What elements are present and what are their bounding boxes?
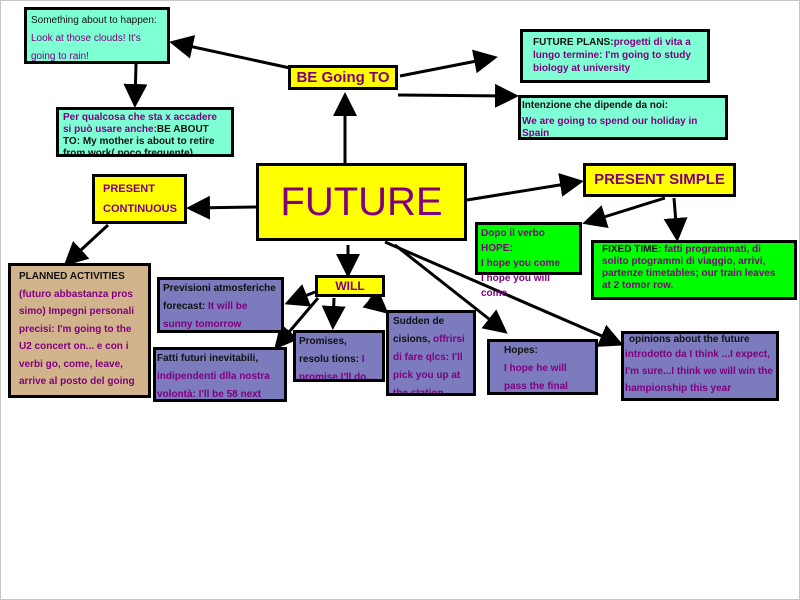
present-simple-node: PRESENT SIMPLE xyxy=(583,163,736,197)
arrow-will-to-forecast xyxy=(284,284,316,307)
future-central-node: FUTURE xyxy=(256,163,467,241)
hope-line: Dopo il verbo HOPE: xyxy=(481,228,545,254)
hopes-box: Hopes: I hope he will pass the final tes… xyxy=(487,339,598,395)
arrow-presentcontinuous-to-planned xyxy=(63,223,110,267)
opinions-lead: opinions about the future xyxy=(629,334,750,345)
planned-lead: PLANNED ACTIVITIES xyxy=(19,271,125,282)
intention-body: We are going to spend our holiday in Spa… xyxy=(522,116,698,139)
forecast-body: It will be sunny tomorrow xyxy=(163,301,248,330)
promises-lead: Promises, resolu tions: xyxy=(299,336,360,365)
inevitable-facts-box: Fatti futuri inevitabili, indipendenti d… xyxy=(153,347,287,402)
will-node: WILL xyxy=(315,275,385,297)
arrow-presentsimple-to-fixed xyxy=(663,197,688,242)
inevitable-body: indipendenti dlla nostra volontà: I'll b… xyxy=(157,371,270,400)
something-lead: Something about to happen: xyxy=(31,15,157,26)
arrow-future-to-presentsimple xyxy=(466,173,584,202)
opinions-box: opinions about the future introdotto da … xyxy=(621,331,779,401)
inevitable-lead: Fatti futuri inevitabili, xyxy=(157,353,259,364)
forecast-box: Previsioni atmosferiche forecast: It wil… xyxy=(157,277,284,333)
arrow-begoingto-to-intention xyxy=(397,83,519,108)
arrow-presentsimple-to-hope xyxy=(582,196,666,229)
fixed-time-box: FIXED TIME: fatti programmati, di solito… xyxy=(591,240,797,300)
hopes-lead: Hopes: xyxy=(504,345,538,356)
arrow-begoingto-to-plans xyxy=(399,49,498,78)
future-plans-body: progetti di vita a lungo termine: I'm go… xyxy=(533,37,691,74)
be-about-lead: BE ABOUT TO: My mother is about to retir… xyxy=(63,124,215,157)
hopes-body: I hope he will pass the final test. xyxy=(504,363,568,392)
arrow-will-to-inevitable xyxy=(274,297,320,350)
something-about-to-happen-box: Something about to happen: Look at those… xyxy=(24,7,170,64)
arrow-future-to-opinions xyxy=(384,240,624,347)
future-plans-box: FUTURE PLANS:progetti di vita a lungo te… xyxy=(520,29,710,83)
arrow-future-to-presentcontinuous xyxy=(186,195,257,220)
fixed-time-lead: FIXED TIME: xyxy=(602,244,662,255)
promises-box: Promises, resolu tions: I promise I'll d… xyxy=(293,330,385,382)
sudden-decisions-box: Sudden de cisions, offrirsi di fare qlcs… xyxy=(386,310,476,396)
planned-activities-box: PLANNED ACTIVITIES (futuro abbastanza pr… xyxy=(8,263,151,398)
intention-box: Intenzione che dipende da noi: We are go… xyxy=(518,95,728,140)
arrow-will-to-promises xyxy=(321,297,346,330)
fixed-time-body: fatti programmati, di solito ptogrammi d… xyxy=(602,244,776,291)
something-body: Look at those clouds! It's going to rain… xyxy=(31,33,141,62)
hope-line: I hope you will come xyxy=(481,273,550,299)
be-about-to-box: Per qualcosa che sta x accadere si può u… xyxy=(56,107,234,157)
hope-line: I hope you come xyxy=(481,258,560,269)
sudden-body: offrirsi di fare qlcs: I'll pick you up … xyxy=(393,334,465,396)
arrow-begoingto-to-something xyxy=(169,35,291,70)
intention-lead: Intenzione che dipende da noi: xyxy=(522,100,669,111)
present-continuous-node: PRESENT CONTINUOUS xyxy=(92,174,187,224)
promises-body: I promise I'll do... xyxy=(299,354,375,382)
sudden-lead: Sudden de cisions, xyxy=(393,316,445,345)
be-about-body: Per qualcosa che sta x accadere si può u… xyxy=(63,112,217,135)
planned-body: (futuro abbastanza pros simo) Impegni pe… xyxy=(19,288,135,396)
opinions-body: introdotto da I think ...I expect, I'm s… xyxy=(625,349,773,394)
be-going-to-node: BE Going TO xyxy=(288,65,398,90)
forecast-lead: Previsioni atmosferiche forecast: xyxy=(163,283,276,312)
arrow-will-to-sudden xyxy=(362,289,389,314)
arrow-future-to-hopes xyxy=(394,243,508,334)
future-plans-lead: FUTURE PLANS: xyxy=(533,37,614,48)
arrow-something-to-beabout xyxy=(123,63,148,108)
hope-box: Dopo il verbo HOPE: I hope you come I ho… xyxy=(475,222,582,299)
